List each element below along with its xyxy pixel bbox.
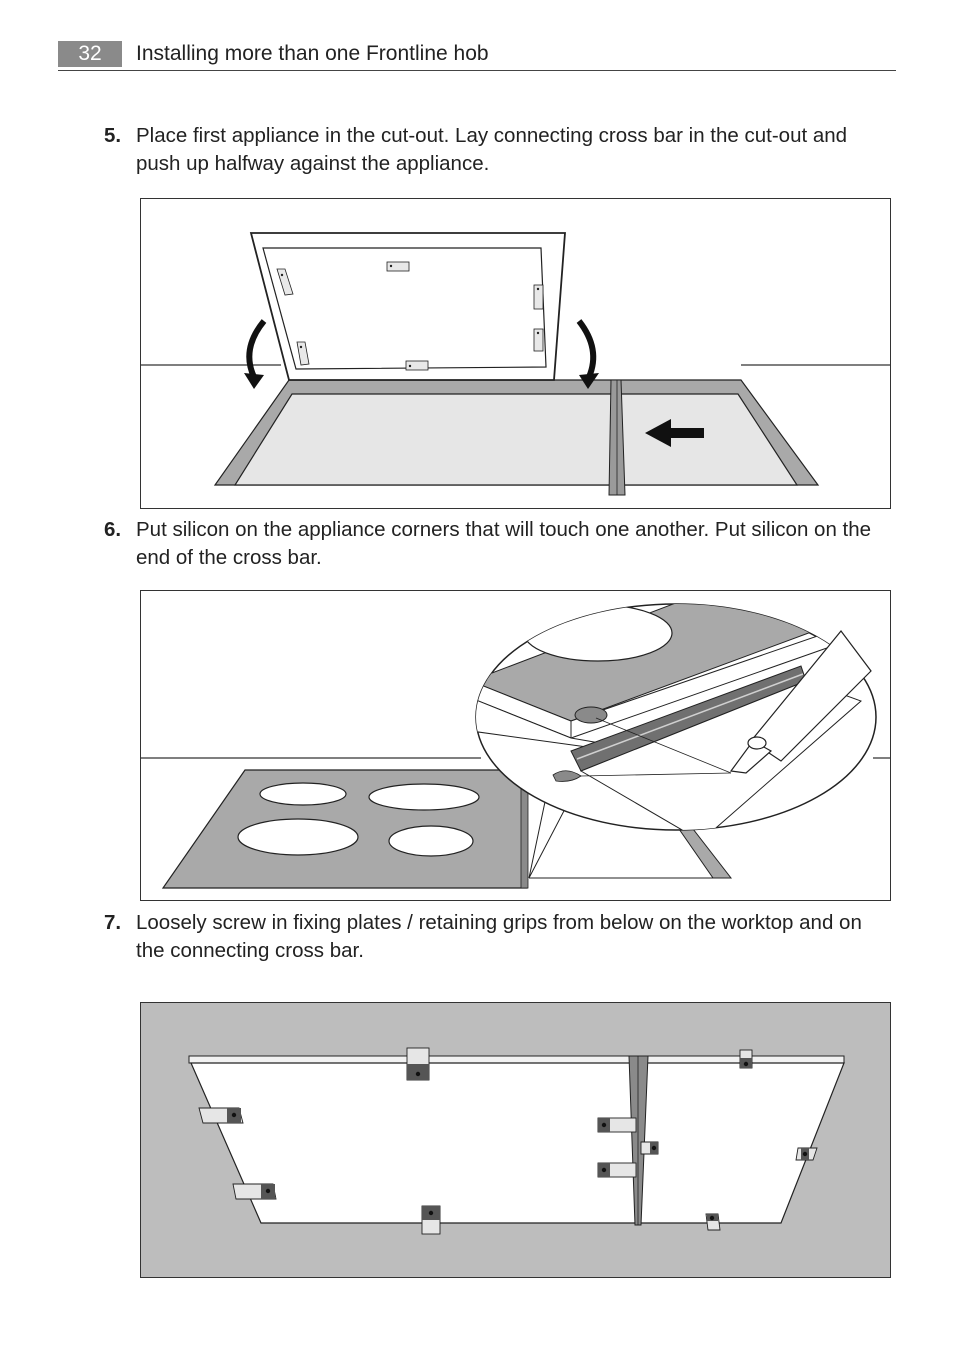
- curved-arrow-down-icon: [576, 319, 599, 389]
- illustration-fixing-plates: [188, 1047, 845, 1235]
- step-number: 6.: [104, 518, 122, 541]
- step-text: Place first appliance in the cut-out. La…: [136, 124, 848, 175]
- step-number: 7.: [104, 911, 122, 934]
- step-text: Put silicon on the appliance corners tha…: [136, 518, 872, 569]
- figure-apply-silicon: [140, 590, 891, 901]
- header-title: Installing more than one Frontline hob: [136, 42, 489, 65]
- page-number: 32: [58, 41, 122, 67]
- illustration-place-appliance: [141, 232, 890, 496]
- curved-arrow-down-icon: [244, 319, 267, 389]
- step-text: Loosely screw in fixing plates / retaini…: [136, 911, 862, 962]
- figure-place-appliance: [140, 198, 891, 509]
- figure-fixing-plates: [140, 1002, 891, 1278]
- step-number: 5.: [104, 124, 122, 147]
- silicon-tube-icon: [729, 630, 872, 774]
- illustration-apply-silicon: [141, 603, 890, 889]
- arrow-left-icon: [645, 419, 704, 447]
- page-header: 32 Installing more than one Frontline ho…: [58, 40, 896, 71]
